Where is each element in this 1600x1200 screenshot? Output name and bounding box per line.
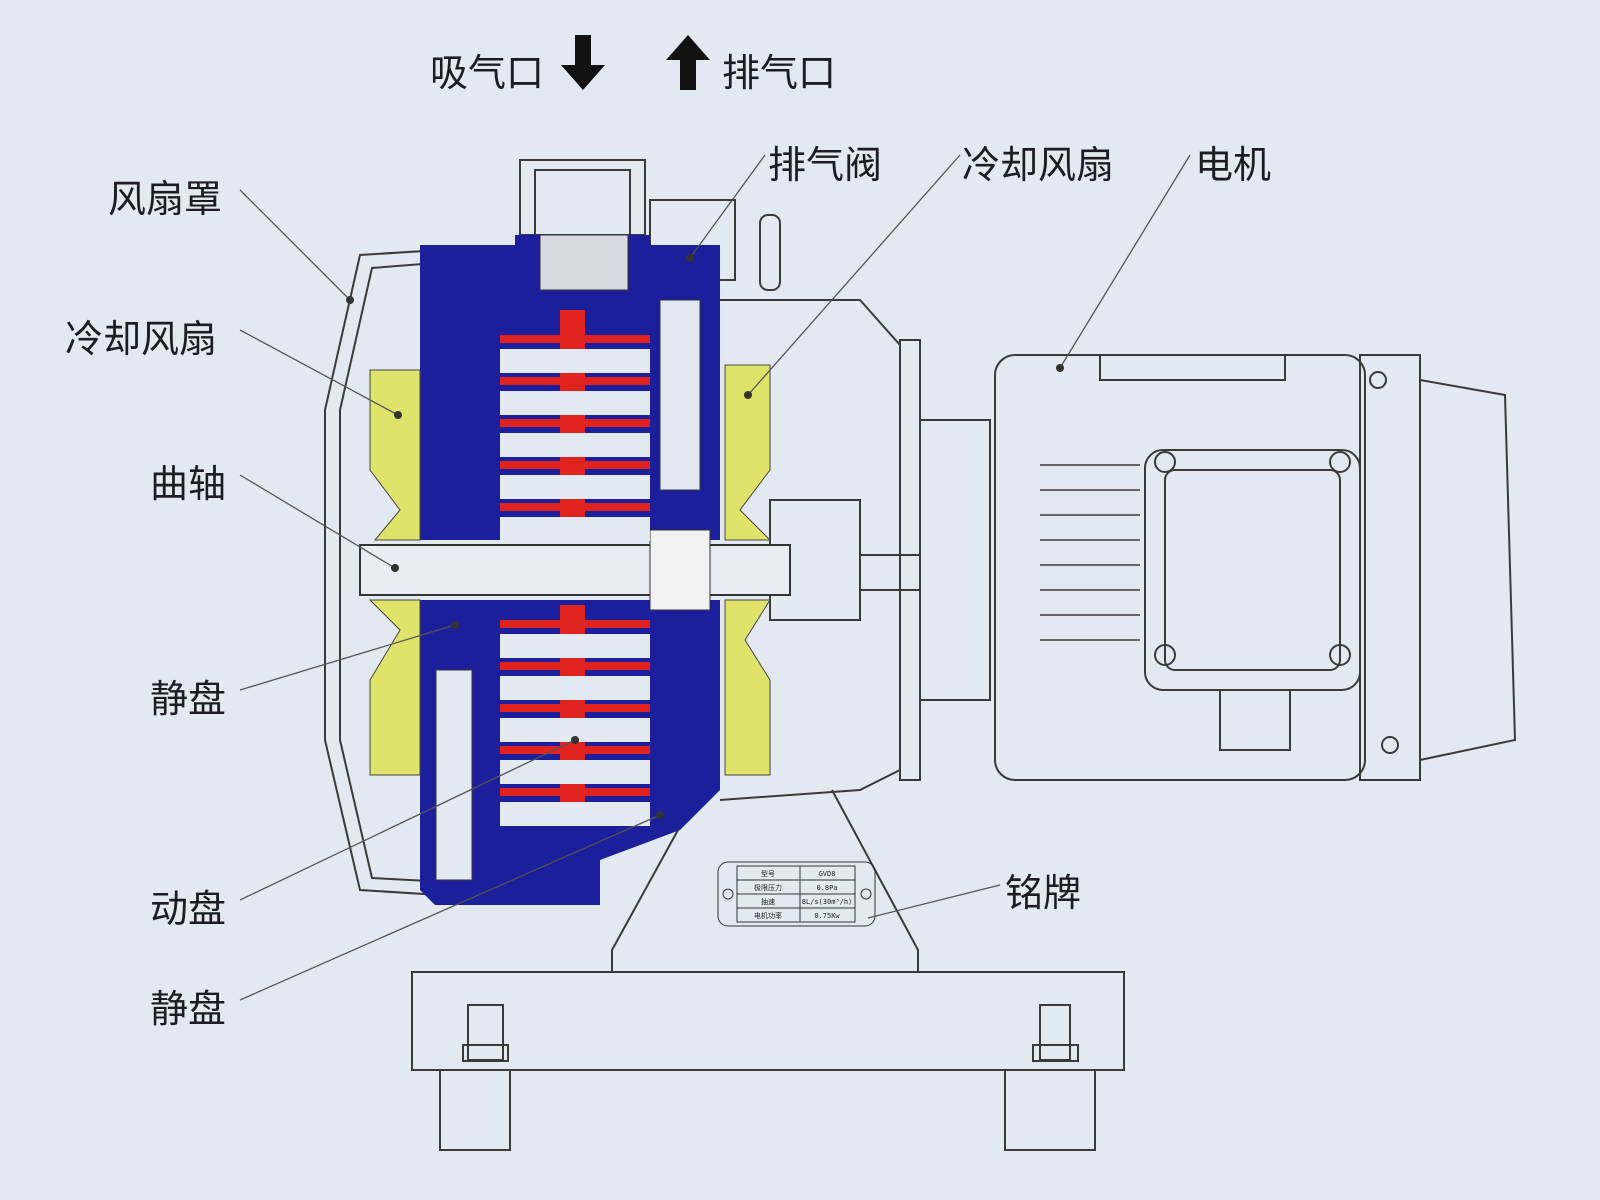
cooling-fan-left-label: 冷却风扇 — [65, 317, 218, 361]
inlet-arrow-down-icon — [561, 35, 605, 90]
orbiting-scroll-label: 动盘 — [150, 887, 227, 931]
scroll-wrap — [500, 704, 650, 712]
scroll-wrap — [500, 802, 650, 826]
nameplate-text: 极限压力 — [754, 883, 782, 892]
fixed-scroll-label: 静盘 — [150, 677, 227, 721]
nameplate-label: 铭牌 — [1005, 871, 1082, 915]
scroll-wrap — [500, 377, 650, 385]
inlet-label: 吸气口 — [430, 51, 545, 95]
fan-cover — [324, 249, 441, 896]
scroll-wrap — [500, 419, 650, 427]
scroll-wraps — [500, 335, 650, 826]
cooling-fan-left — [368, 369, 421, 776]
exhaust-valve-label: 排气阀 — [768, 143, 883, 187]
nameplate-text: GVD8 — [819, 870, 836, 878]
scroll-wrap — [500, 475, 650, 499]
scroll-wrap — [500, 503, 650, 511]
scroll-wrap — [500, 788, 650, 796]
scroll-wrap — [500, 634, 650, 658]
nameplate-text: 型号 — [761, 869, 775, 878]
outlet-arrow-up-icon — [666, 35, 710, 90]
motor-label: 电机 — [1195, 143, 1272, 187]
nameplate-text: 电机功率 — [754, 911, 782, 920]
nameplate-text: 8L/s(30m³/h) — [802, 898, 853, 906]
base-plate — [411, 971, 1125, 1071]
motor-body — [994, 354, 1366, 781]
nameplate — [717, 861, 876, 927]
fixed-scroll-label-2: 静盘 — [150, 987, 227, 1031]
crankshaft — [359, 544, 791, 596]
scroll-wrap — [500, 461, 650, 469]
scroll-wrap — [500, 391, 650, 415]
stand — [611, 789, 919, 973]
nameplate-text: 0.8Pa — [816, 884, 837, 892]
scroll-wrap — [500, 517, 650, 541]
scroll-wrap — [500, 335, 650, 343]
scroll-wrap — [500, 760, 650, 784]
nameplate-text: 抽速 — [761, 897, 775, 906]
cooling-fan-right-label: 冷却风扇 — [962, 143, 1115, 187]
fan-cover-label: 风扇罩 — [108, 177, 223, 221]
scroll-wrap — [500, 349, 650, 373]
outlet-label: 排气口 — [722, 51, 837, 95]
scroll-wrap — [500, 662, 650, 670]
scroll-wrap — [500, 433, 650, 457]
crankshaft-label: 曲轴 — [150, 462, 227, 506]
scroll-wrap — [500, 746, 650, 754]
leader-lines — [239, 154, 1191, 1001]
cooling-fan-right — [724, 364, 772, 776]
scroll-wrap — [500, 620, 650, 628]
scroll-wrap — [500, 676, 650, 700]
nameplate-text: 0.75Kw — [814, 912, 840, 920]
